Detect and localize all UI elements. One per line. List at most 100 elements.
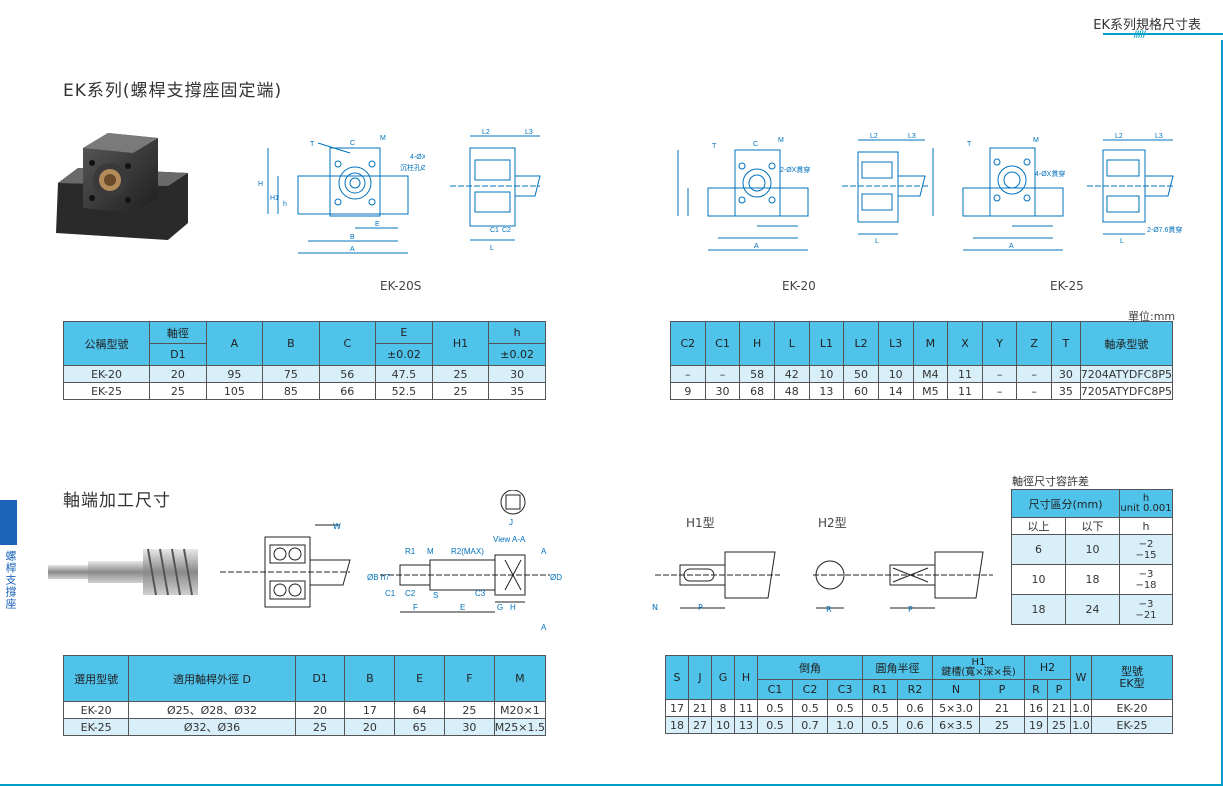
table-cell: M25×1.5 [493, 718, 547, 736]
ek20-side-drawing: L2 L3 L [842, 133, 928, 245]
table-cell: 56 [318, 365, 377, 383]
table-header-cell: L2 [843, 321, 879, 366]
tolerance-table-title: 軸徑尺寸容許差 [1012, 475, 1089, 488]
table-cell: EK-20 [62, 365, 151, 383]
table-cell: 21 [979, 699, 1025, 717]
label-E2: E [460, 603, 465, 612]
label-D: ØD [550, 573, 562, 582]
label-E: E [375, 221, 380, 228]
table-cell: Ø32、Ø36 [128, 718, 296, 736]
table-cell: 0.5 [827, 699, 863, 717]
ek20-label-A: A [754, 243, 759, 250]
table-cell: 8 [711, 699, 735, 717]
side-tab-label: 螺桿支撐座 [4, 550, 17, 610]
table-cell: 25 [149, 382, 207, 400]
ek25-label-L: L [1120, 238, 1124, 245]
ek20-label-L: L [875, 238, 879, 245]
label-C1b: C1 [385, 589, 396, 598]
table-header-cell: 圓角半徑 [862, 655, 933, 680]
table-cell: −3−21 [1119, 594, 1173, 625]
table-cell: – [704, 365, 741, 383]
table-cell: h [1119, 517, 1173, 535]
label-R1: R1 [405, 547, 416, 556]
table-cell: M20×1 [493, 701, 547, 719]
caption-ek20s: EK-20S [380, 279, 422, 293]
shaft-end-machining-drawing: R1 M R2(MAX) View A-A A A C1 C2 S F E C3… [367, 490, 562, 632]
caption-h2-type: H2型 [818, 516, 847, 530]
t1-h-E: E [375, 321, 433, 344]
section-title-ek: EK系列(螺桿支撐座固定端) [63, 81, 283, 101]
table-cell: 58 [739, 365, 775, 383]
table-cell: 13 [734, 716, 758, 734]
table-cell: EK-20 [1091, 699, 1173, 717]
table-header-cell: E [394, 655, 445, 702]
table-cell: 30 [488, 365, 546, 383]
t1-h-C: C [318, 321, 377, 366]
label-M2: M [427, 547, 434, 556]
label-P1: P [698, 603, 703, 612]
table-cell: 18 [1064, 564, 1121, 595]
table-cell: 64 [394, 701, 445, 719]
table-cell: 35 [488, 382, 546, 400]
ek-product-photo [56, 133, 188, 240]
table-cell: 17 [665, 699, 689, 717]
table-cell: EK-25 [1091, 716, 1173, 734]
label-A: A [350, 246, 355, 253]
page-header-title: EK系列規格尺寸表 [1093, 18, 1201, 33]
label-M: M [380, 135, 386, 142]
caption-ek25: EK-25 [1050, 279, 1084, 293]
shaft-support-assembly-drawing: W [220, 522, 351, 608]
table-cell: 1.0 [827, 716, 863, 734]
table-header-cell: P [979, 679, 1025, 700]
table-header-cell: P [1047, 679, 1071, 700]
table-cell: 0.6 [897, 716, 933, 734]
label-S: S [433, 591, 438, 600]
table-cell: 14 [877, 382, 914, 400]
label-h: h [283, 201, 287, 208]
table-header-cell: H2 [1024, 655, 1071, 680]
table-header-cell: H [734, 655, 758, 700]
label-view: View A-A [493, 535, 526, 544]
h2-type-flat-drawing: R P [813, 551, 993, 614]
ek20s-side-drawing: L2 L3 L C1 C2 [450, 129, 541, 252]
table-cell: 24 [1064, 594, 1121, 625]
ball-screw-shaft-photo [48, 548, 198, 596]
table-cell: 10 [1064, 534, 1121, 565]
t1-h-A: A [205, 321, 264, 366]
table-header-cell: Y [981, 321, 1018, 366]
t1-h-h: h [488, 321, 546, 344]
table-cell: 85 [262, 382, 320, 400]
table-cell: 48 [773, 382, 810, 400]
ek25-label-L2: L2 [1115, 133, 1123, 140]
table-cell: 66 [318, 382, 377, 400]
table-cell: −3−18 [1119, 564, 1173, 595]
table-header-cell: R [1024, 679, 1048, 700]
table-header-cell: C2 [792, 679, 828, 700]
table-cell: 7205ATYDFC8P5 [1079, 382, 1174, 400]
table-cell: 47.5 [375, 365, 433, 383]
label-B: B [350, 234, 355, 241]
ek25-label-A: A [1009, 243, 1014, 250]
table-header-cell: G [711, 655, 735, 700]
header-underline [1103, 33, 1223, 35]
table-cell: 1.0 [1070, 716, 1092, 734]
table-cell: EK-25 [62, 382, 151, 400]
table-ek-dimensions: 公稱型號 軸徑 A B C E H1 h D1 ±0.02 ±0.02 EK-2… [62, 321, 546, 400]
table-cell: 0.5 [862, 716, 898, 734]
table-cell: 6×3.5 [932, 716, 980, 734]
t1-h-H1: H1 [431, 321, 490, 366]
label-dB: ØB h7 [367, 573, 390, 582]
table-header-cell: B [344, 655, 396, 702]
ek25-label-M: M [1033, 137, 1039, 144]
table-cell: – [981, 382, 1018, 400]
table-cell: 20 [344, 718, 396, 736]
bottom-border [0, 784, 1223, 786]
label-J: J [509, 518, 513, 527]
t1-h-shaft: 軸徑 [149, 321, 207, 344]
